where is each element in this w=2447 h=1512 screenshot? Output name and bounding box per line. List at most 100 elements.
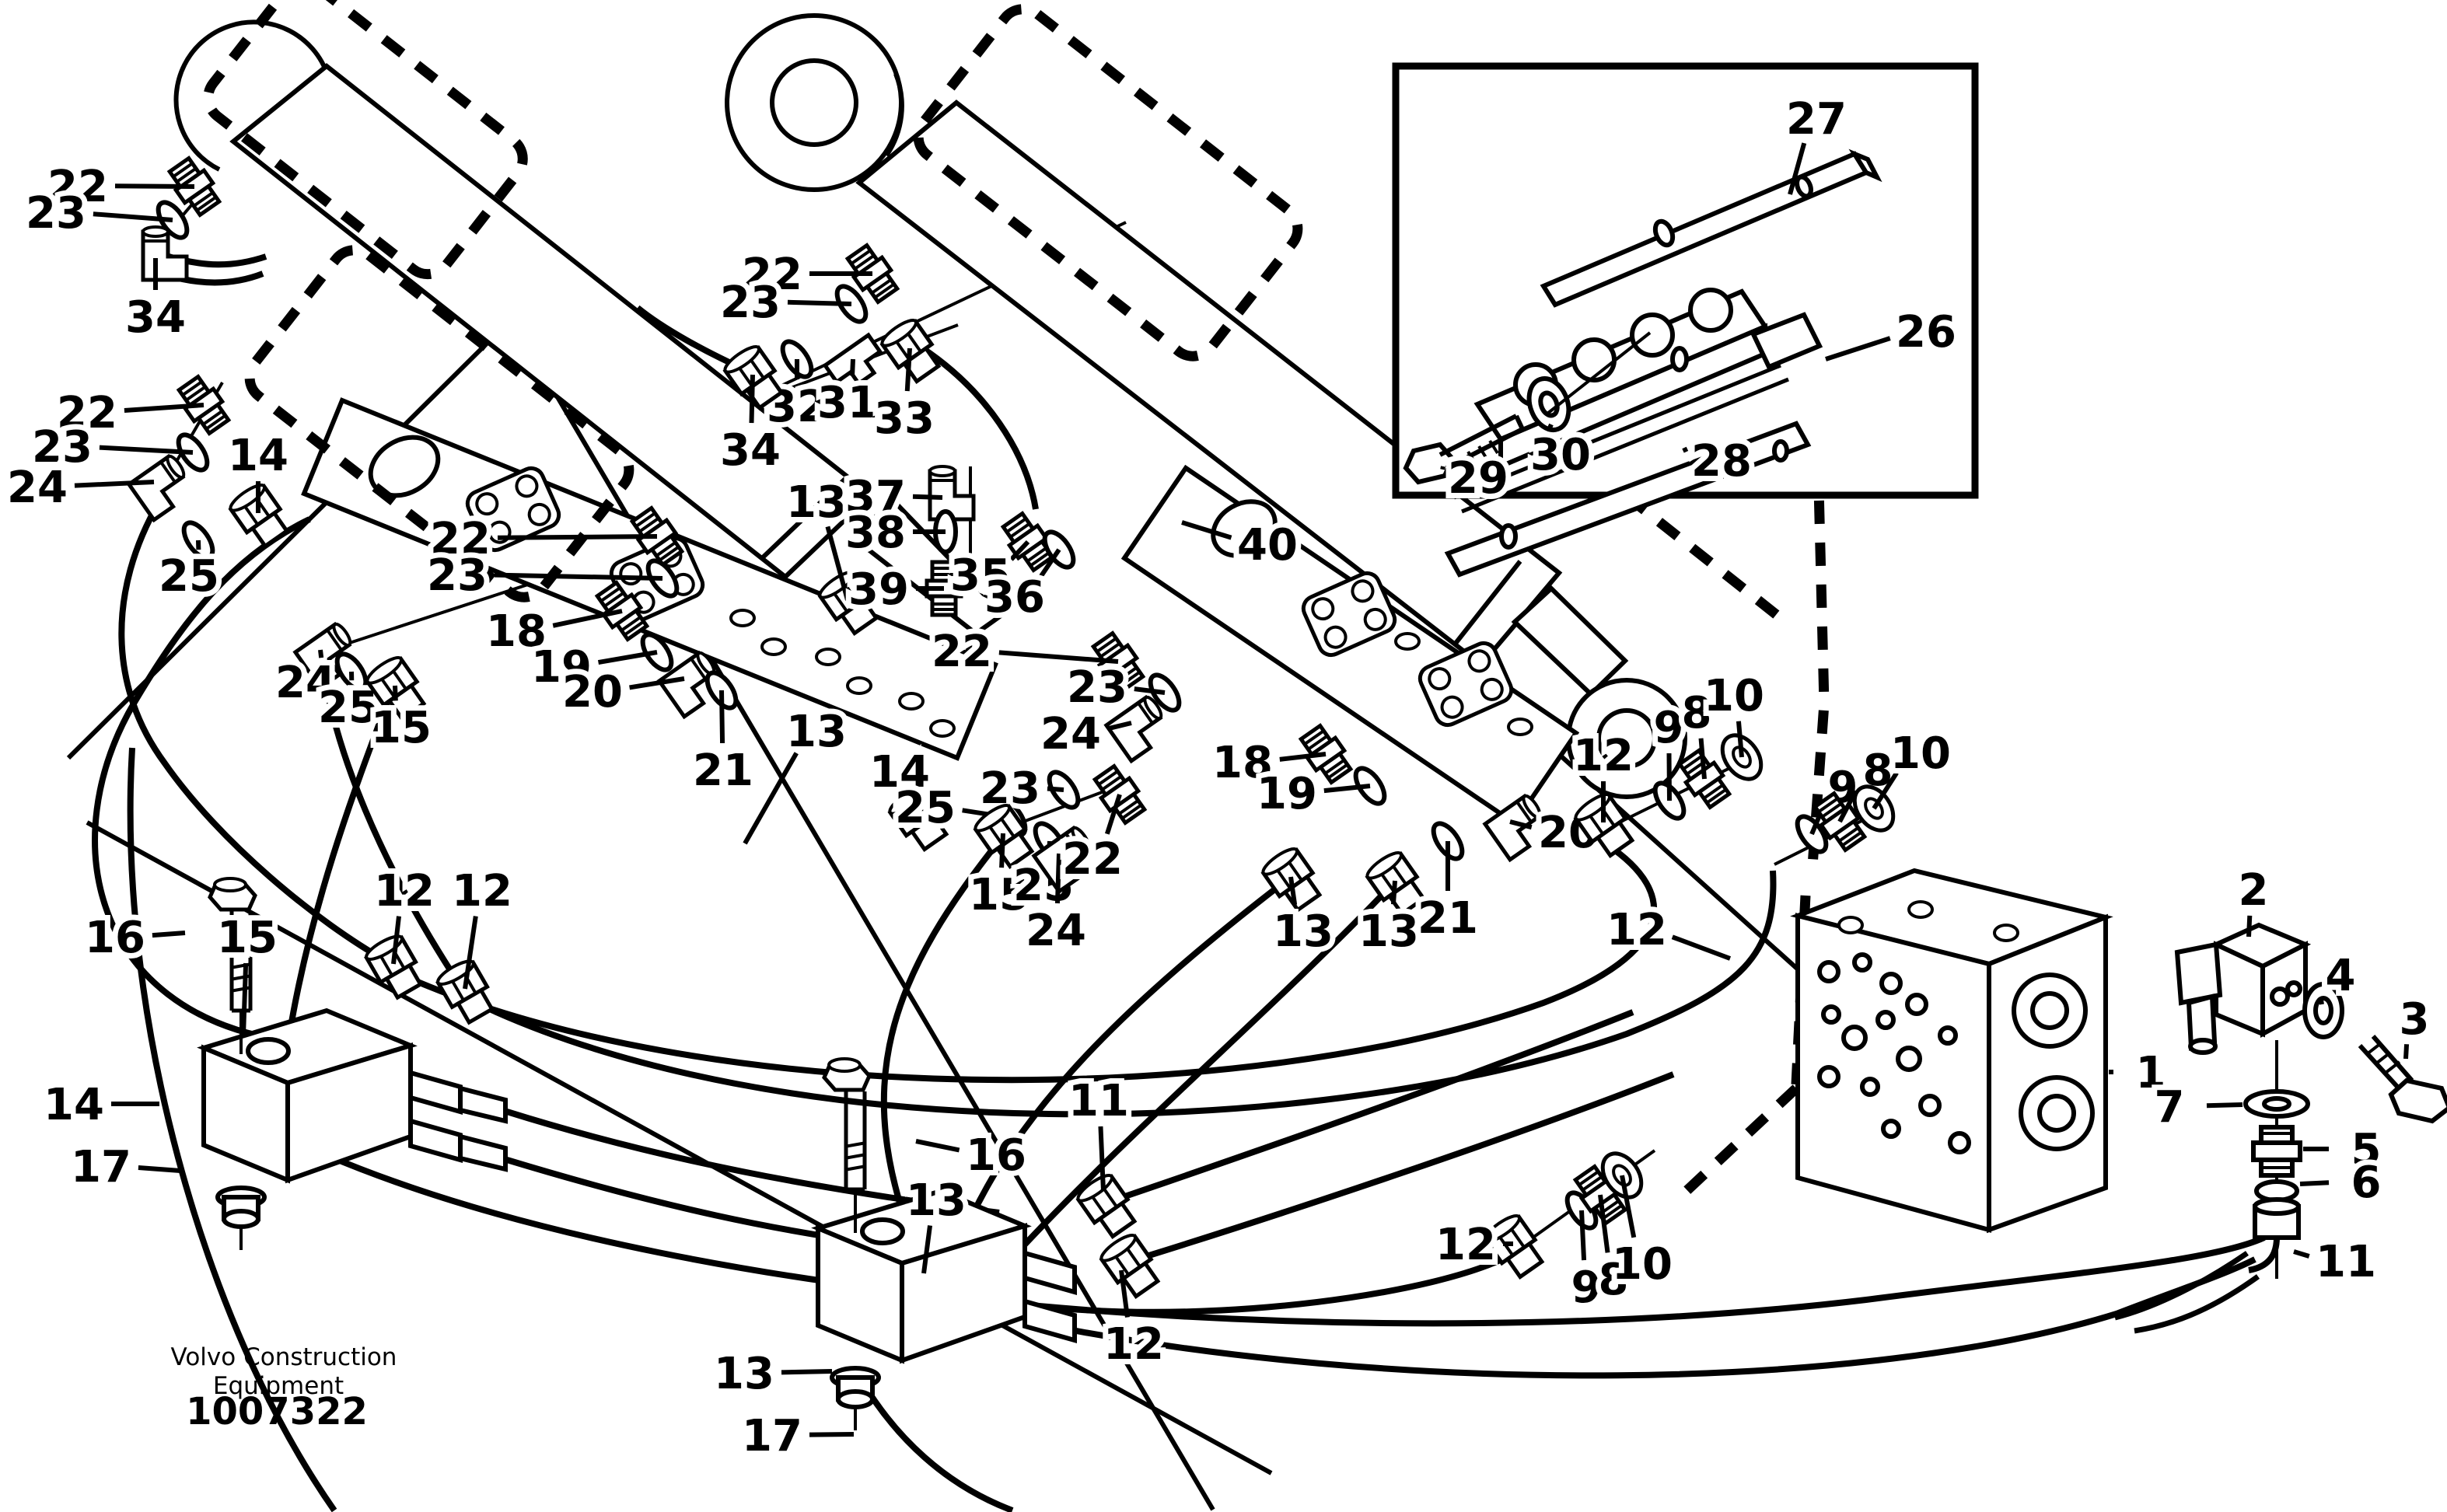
callout-leader: [781, 1369, 833, 1375]
callout-number: 31: [817, 378, 878, 428]
callout-leader: [743, 752, 799, 845]
callout-number: 10: [1890, 728, 1951, 779]
callout-number: 15: [217, 913, 278, 963]
callout-leader: [494, 572, 663, 581]
callout-leader: [1279, 752, 1327, 762]
callout-number: 23: [26, 188, 86, 239]
figure-number: 1007322: [186, 1390, 368, 1433]
callout-leader: [1098, 1126, 1106, 1192]
elbow-part-icon: [930, 466, 974, 519]
callout-number: 10: [1612, 1239, 1673, 1290]
callout-19: 19: [526, 630, 677, 698]
callout-number: 38: [845, 508, 906, 558]
callout-9: 9: [1561, 1188, 1606, 1318]
callout-number: 22: [742, 250, 802, 300]
manifold-block-13: [811, 1059, 1163, 1430]
callout-17: 17: [65, 1137, 181, 1198]
callout-number: 22: [1062, 834, 1123, 885]
callout-number: 11: [1068, 1076, 1129, 1126]
callout-number: 22: [47, 162, 108, 212]
callout-number: 21: [1418, 893, 1478, 944]
callout-11: 11: [2293, 1231, 2382, 1293]
callout-36: 36: [979, 527, 1079, 628]
callout-38: 38: [840, 502, 956, 564]
callout-number: 15: [969, 870, 1029, 920]
callout-27: 27: [1781, 89, 1852, 195]
valve-block-1: [1790, 868, 2113, 1234]
callout-number: 14: [869, 747, 930, 798]
callout-24: 24: [270, 622, 364, 714]
callout-leader: [912, 494, 943, 500]
callout-leader: [1181, 520, 1232, 540]
callout-25: 25: [153, 518, 225, 607]
callout-leader: [1837, 790, 1858, 823]
callout-37: 37: [840, 466, 974, 528]
callout-number: 13: [786, 707, 847, 757]
callout-number: 19: [531, 642, 592, 693]
callout-number: 22: [57, 388, 117, 438]
callout-leader: [1119, 1269, 1130, 1318]
callout-leader: [1009, 540, 1030, 561]
callout-13: 13: [781, 472, 882, 637]
callout-28: 28: [1682, 431, 1757, 492]
cylinder-2: [725, 13, 1687, 799]
callout-number: 10: [1704, 671, 1764, 721]
callout-leader: [391, 916, 401, 965]
callout-13: 13: [1353, 849, 1429, 962]
callout-leader: [2403, 1044, 2410, 1060]
callout-number: 15: [371, 703, 432, 753]
callout-number: 24: [275, 658, 336, 708]
callout-leader: [463, 916, 478, 990]
callout-number: 27: [1786, 94, 1847, 145]
callout-leader: [114, 183, 195, 189]
callout-35: 35: [945, 511, 1057, 606]
callout-14: 14: [222, 425, 292, 550]
callout-leader: [1736, 721, 1744, 758]
callout-12: 12: [363, 861, 440, 1001]
callout-23: 23: [715, 272, 872, 333]
callout-5: 5: [2303, 1119, 2386, 1181]
callout-leader: [1682, 446, 1689, 453]
callout-number: 13: [786, 477, 847, 528]
callout-leader: [74, 480, 155, 488]
callout-leader: [921, 1225, 933, 1274]
callout-number: 17: [742, 1411, 802, 1461]
callout-18: 18: [1207, 723, 1355, 794]
callout-22: 22: [51, 374, 232, 444]
callout-leader: [1106, 721, 1132, 732]
callout-22: 22: [1057, 763, 1148, 890]
callout-23: 23: [20, 183, 193, 243]
callout-number: 23: [1067, 662, 1127, 713]
callout-14: 14: [864, 742, 952, 854]
callout-number: 12: [1606, 905, 1667, 955]
callout-number: 40: [1237, 520, 1298, 571]
callout-13: 13: [900, 1170, 972, 1274]
callout-leader: [552, 609, 623, 628]
callout-number: 34: [125, 292, 186, 343]
callout-24: 24: [1020, 826, 1103, 962]
callout-number: 23: [32, 422, 93, 473]
callout-10: 10: [1595, 1147, 1678, 1295]
callout-leader: [999, 833, 1005, 868]
callout-number: 13: [714, 1349, 774, 1399]
callout-number: 13: [906, 1175, 967, 1226]
callout-leader: [138, 1165, 181, 1173]
callout-leader: [1788, 142, 1807, 195]
callout-12: 12: [435, 861, 518, 1026]
callout-number: 36: [984, 572, 1045, 623]
callout-number: 8: [1682, 688, 1712, 739]
callout-number: 35: [950, 550, 1011, 601]
callout-7: 7: [2149, 1077, 2243, 1138]
callout-13: 13: [708, 1343, 833, 1405]
callout-leader: [1509, 819, 1533, 830]
callout-10: 10: [1698, 665, 1769, 786]
callout-34: 34: [715, 343, 787, 481]
callout-25: 25: [890, 777, 1031, 840]
callout-number: 22: [430, 514, 491, 564]
callout-leader: [152, 931, 186, 938]
callout-15: 15: [211, 907, 283, 1036]
callout-8: 8: [1571, 1164, 1634, 1311]
callout-39: 39: [843, 559, 961, 620]
callout-number: 25: [159, 551, 219, 602]
